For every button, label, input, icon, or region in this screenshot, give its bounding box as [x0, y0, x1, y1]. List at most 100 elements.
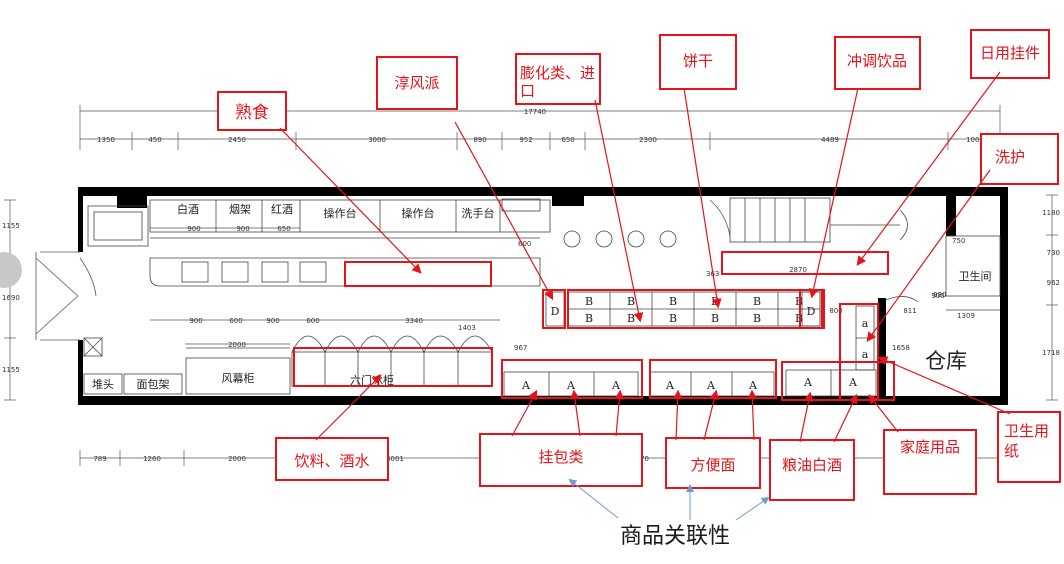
shelf-small-a-2: a — [862, 348, 869, 361]
dim-top-1: 1350 — [97, 136, 115, 144]
shelf-b-5: B — [753, 295, 761, 308]
highlight-liangyou-area — [781, 361, 895, 401]
dimension-lines — [4, 105, 1058, 466]
dim-bottom-3: 2000 — [228, 455, 246, 463]
shelf-grids — [503, 291, 877, 397]
annotation-chunfengpai: 淳风派 — [394, 74, 439, 92]
dim-left-2: 1690 — [2, 294, 20, 302]
annotation-box-xihu — [980, 133, 1059, 185]
dim-v-2: 1403 — [458, 324, 476, 332]
label-fengmugui: 风幕柜 — [222, 371, 255, 385]
dim-bottom-2: 1260 — [143, 455, 161, 463]
highlight-chunfengpai-area — [542, 289, 566, 329]
dim-top-4: 3000 — [368, 136, 386, 144]
dim-mid-2: 2870 — [789, 266, 807, 274]
dim-top-8: 2300 — [639, 136, 657, 144]
highlight-b-shelf-area — [567, 289, 825, 329]
shelf-b-7: B — [585, 312, 593, 325]
dim-mid-4: 811 — [903, 307, 916, 315]
annotation-chongdiao: 冲调饮品 — [847, 52, 907, 70]
dim-left-3: 1155 — [2, 366, 20, 374]
dim-mid-1: 2000 — [228, 341, 246, 349]
dim-right-4: 1718 — [1042, 349, 1060, 357]
shelf-a-6: A — [748, 379, 758, 392]
annotation-penghualei-line1: 膨化类、进 — [520, 64, 595, 82]
annotation-box-fangbian — [665, 437, 761, 489]
annotation-box-guabao — [479, 433, 643, 487]
dim-right-3: 962 — [1047, 279, 1060, 287]
shelf-b-9: B — [669, 312, 677, 325]
annotation-box-binggan — [659, 34, 737, 90]
label-xishoutai: 洗手台 — [462, 206, 495, 220]
dim-mid-3: 800 — [829, 307, 842, 315]
dim-left-1: 1155 — [2, 222, 20, 230]
annotation-liangyou: 粮油白酒 — [782, 456, 842, 474]
room-labels: 白酒 烟架 红酒 操作台 操作台 洗手台 卫生间 仓库 堆头 面包架 风幕柜 六… — [92, 202, 992, 391]
dim-v-7: 750 — [952, 237, 965, 245]
label-mianbaojia: 面包架 — [137, 378, 170, 391]
annotation-box-liangyou — [769, 439, 855, 501]
annotation-box-chunfengpai — [376, 56, 458, 110]
dim-inner1-1: 900 — [187, 225, 200, 233]
annotation-box-yinliao — [275, 437, 389, 481]
entrance-marker-icon — [0, 252, 22, 288]
annotation-box-weishengzhi — [997, 411, 1061, 483]
entrance — [35, 199, 919, 341]
dim-mid-5: 900 — [931, 292, 944, 300]
highlight-riyong-area — [721, 251, 889, 275]
dim-mid-6: 1309 — [957, 312, 975, 320]
shelf-b-3: B — [669, 295, 677, 308]
dim-v-1: 600 — [518, 240, 531, 248]
dim-inner2-3: 900 — [266, 317, 279, 325]
dimension-numbers: 17740 1350 450 2450 3000 890 952 650 230… — [2, 108, 1060, 463]
annotation-box-riyong — [970, 29, 1050, 79]
dim-inner1-2: 900 — [236, 225, 249, 233]
annotation-riyong: 日用挂件 — [980, 44, 1040, 62]
dim-inner2-2: 600 — [229, 317, 242, 325]
dim-v-5: 1658 — [892, 344, 910, 352]
walls — [78, 187, 1008, 405]
highlight-yinliao-area — [293, 347, 493, 387]
label-liumengui: 六门冰柜 — [350, 373, 394, 387]
annotation-box-penghualei — [515, 53, 601, 105]
shelf-d-2: D — [807, 305, 816, 318]
annotation-weishengzhi-line1: 卫生用 — [1004, 422, 1049, 440]
dim-inner2-5: 3340 — [405, 317, 423, 325]
caption-title: 商品关联性 — [620, 524, 730, 549]
label-baijiu: 白酒 — [177, 202, 199, 216]
shelf-a-2: A — [566, 379, 576, 392]
annotation-guabao: 挂包类 — [538, 448, 583, 466]
label-duitou: 堆头 — [92, 378, 114, 391]
annotation-xihu: 洗护 — [995, 148, 1025, 166]
dim-inner1-3: 650 — [277, 225, 290, 233]
annotation-shushi: 熟食 — [235, 102, 269, 123]
shelf-a-1: A — [521, 379, 531, 392]
dim-top-7: 650 — [561, 136, 574, 144]
dim-v-6: 980 — [933, 291, 946, 299]
shelf-a-8: A — [848, 376, 858, 389]
highlight-shushi-area — [344, 261, 492, 287]
annotation-boxes — [217, 29, 1061, 501]
label-weishengjian: 卫生间 — [959, 269, 992, 283]
annotation-yinliao: 饮料、酒水 — [294, 452, 369, 470]
fixtures — [83, 197, 1001, 395]
dim-bottom-4: 4001 — [386, 455, 404, 463]
shelf-d-1: D — [551, 305, 560, 318]
dim-top-2: 450 — [148, 136, 161, 144]
annotation-box-shushi — [217, 91, 287, 131]
dim-top-5: 890 — [473, 136, 486, 144]
dim-top-9: 4489 — [821, 136, 839, 144]
dim-inner2-1: 900 — [189, 317, 202, 325]
annotation-weishengzhi-line2: 纸 — [1004, 442, 1019, 460]
annotation-binggan: 饼干 — [683, 52, 713, 70]
dim-right-1: 1180 — [1042, 209, 1060, 217]
shelf-a-3: A — [611, 379, 621, 392]
dim-v-3: 967 — [514, 344, 527, 352]
dim-right-2: 730 — [1047, 249, 1060, 257]
label-caozuotai-2: 操作台 — [402, 206, 435, 220]
dim-total: 17740 — [524, 108, 546, 116]
label-yanjia: 烟架 — [229, 202, 251, 216]
dim-inner2-4: 600 — [306, 317, 319, 325]
label-cangku: 仓库 — [925, 349, 967, 373]
